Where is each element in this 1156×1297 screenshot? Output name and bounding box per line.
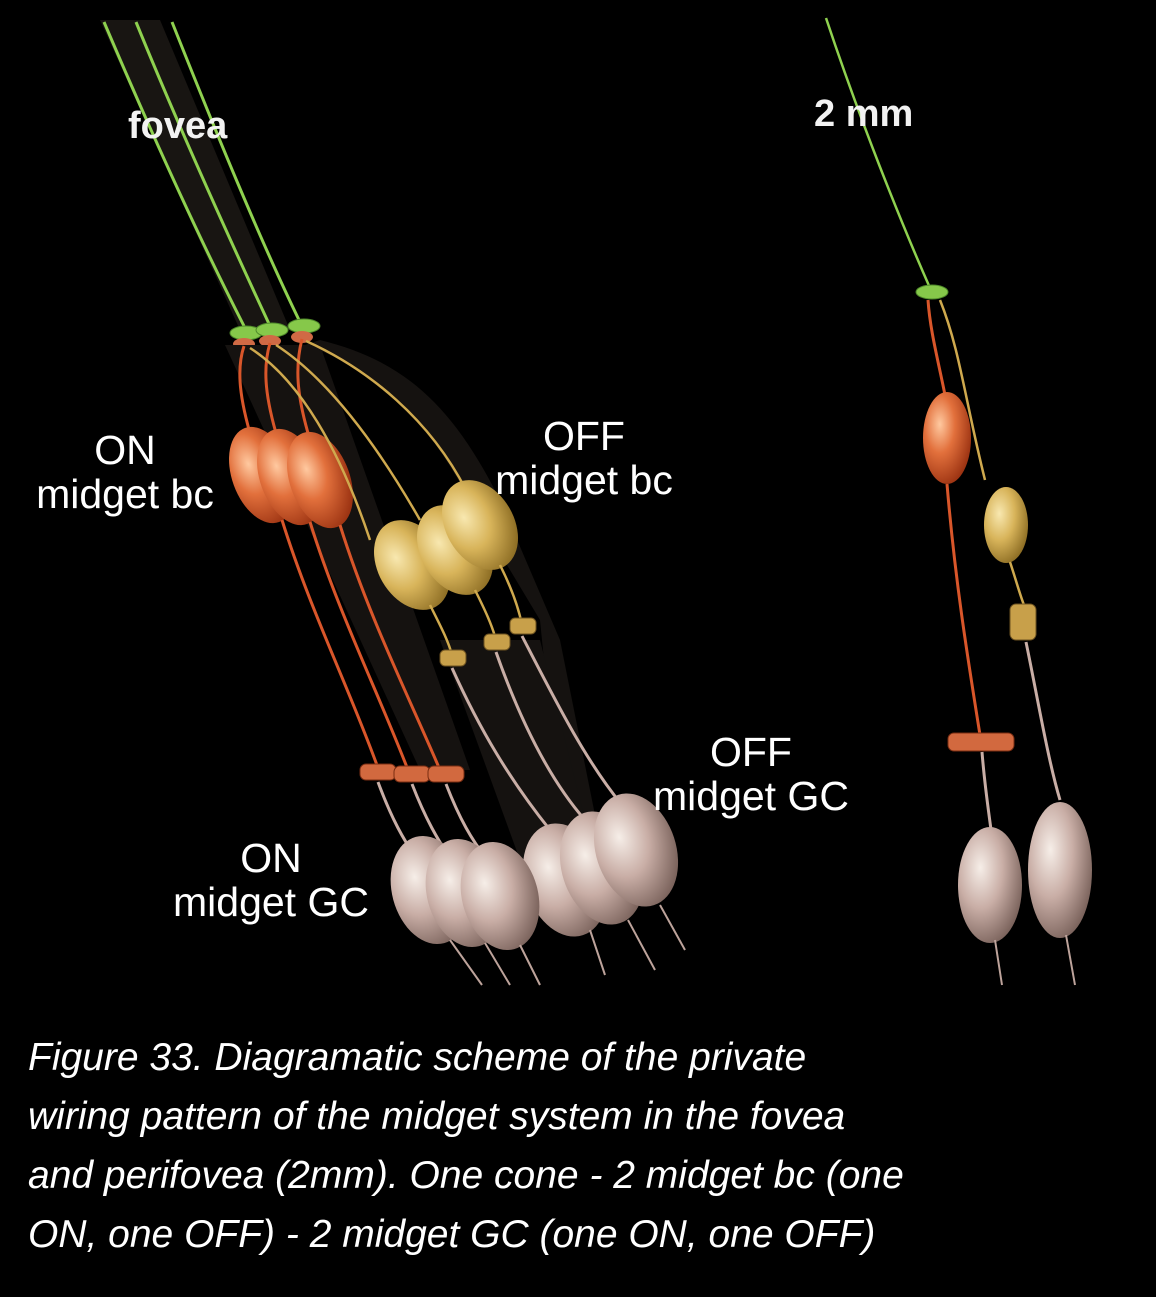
gc-axon: [1065, 934, 1076, 986]
caption-line-2: wiring pattern of the midget system in t…: [28, 1095, 846, 1138]
fovea-gc-axons: [449, 904, 686, 986]
off-bipolar-terminal: [1009, 603, 1037, 641]
fovea-on-bipolar-terminals: [359, 763, 465, 783]
fovea-off-bipolar-terminals: [439, 617, 537, 667]
off-bipolar-dendrite: [938, 299, 987, 481]
fovea-off-midget-ganglion-cells: [522, 793, 679, 937]
off-bipolar-terminal: [483, 633, 511, 651]
on-midget-ganglion-cell: [460, 841, 540, 951]
off-midget-bc-label-line1: OFF: [543, 413, 625, 459]
off-bipolar-axon: [1008, 561, 1026, 606]
fovea-on-midget-ganglion-cells: [390, 835, 540, 951]
on-midget-bipolar-cell: [923, 392, 971, 484]
two-mm-label: 2 mm: [814, 93, 914, 135]
cone-pedicle: [255, 322, 289, 338]
on-bipolar-terminal: [947, 732, 1015, 752]
cone-pedicle: [915, 284, 949, 300]
off-midget-ganglion-cell: [1028, 802, 1092, 938]
on-bipolar-dendrite: [926, 299, 947, 396]
off-midget-bipolar-cell: [984, 487, 1028, 563]
midget-wiring-diagram: [100, 17, 1092, 986]
on-midget-ganglion-cell: [958, 827, 1022, 943]
on-bipolar-terminal: [393, 765, 431, 783]
off-midget-bc-label: OFF midget bc: [470, 414, 698, 502]
fovea-label: fovea: [128, 105, 228, 147]
on-bipolar-axon: [945, 483, 982, 736]
gc-axon: [994, 939, 1003, 986]
fovea-off-midget-bipolar-cells: [374, 480, 518, 610]
off-midget-bc-label-line2: midget bc: [495, 457, 673, 503]
on-midget-bc-label-line1: ON: [94, 427, 156, 473]
fovea-off-bipolar-dendrites: [249, 339, 468, 541]
cone-axon: [170, 21, 302, 323]
fovea-on-midget-bipolar-cells: [229, 426, 353, 529]
on-midget-bc-label-line2: midget bc: [36, 471, 214, 517]
on-midget-gc-label-line1: ON: [240, 835, 302, 881]
fovea-diagram: [100, 20, 686, 986]
on-bipolar-terminal: [427, 765, 465, 783]
on-midget-gc-label: ON midget GC: [152, 836, 390, 924]
bipolar-dendrite: [259, 335, 281, 347]
off-midget-gc-label: OFF midget GC: [634, 730, 868, 818]
caption-line-1: Figure 33. Diagramatic scheme of the pri…: [28, 1036, 807, 1079]
on-midget-gc-label-line2: midget GC: [173, 879, 369, 925]
fovea-on-bipolar-axons: [280, 519, 442, 771]
off-bipolar-terminal: [439, 649, 467, 667]
off-midget-gc-label-line1: OFF: [710, 729, 792, 775]
on-midget-bc-label: ON midget bc: [14, 428, 236, 516]
fovea-cone-pedicles: [229, 318, 321, 341]
fovea-cone-sheaths: [100, 20, 290, 330]
off-midget-ganglion-cell: [593, 793, 679, 907]
on-bipolar-axon: [280, 519, 380, 769]
cone-pedicle: [287, 318, 321, 334]
caption-line-3: and perifovea (2mm). One cone - 2 midget…: [28, 1154, 904, 1197]
figure-caption: Figure 33. Diagramatic scheme of the pri…: [28, 1028, 1138, 1264]
fovea-cone-axons: [102, 21, 302, 327]
caption-line-4: ON, one OFF) - 2 midget GC (one ON, one …: [28, 1213, 876, 1256]
off-midget-gc-label-line2: midget GC: [653, 773, 849, 819]
off-gc-dendrite: [1024, 641, 1062, 801]
cone-axon: [102, 21, 246, 327]
cone-axon: [824, 17, 932, 289]
cone-axon: [134, 21, 272, 327]
on-bipolar-axon: [308, 521, 410, 771]
perifovea-diagram: [824, 17, 1092, 986]
bipolar-dendrite: [291, 331, 313, 343]
on-bipolar-axon: [338, 524, 442, 771]
off-bipolar-terminal: [509, 617, 537, 635]
off-midget-bipolar-cell: [442, 480, 518, 570]
fovea-off-gc-dendrites: [450, 635, 624, 831]
on-bipolar-terminal: [359, 763, 397, 781]
on-gc-dendrite: [980, 751, 994, 839]
